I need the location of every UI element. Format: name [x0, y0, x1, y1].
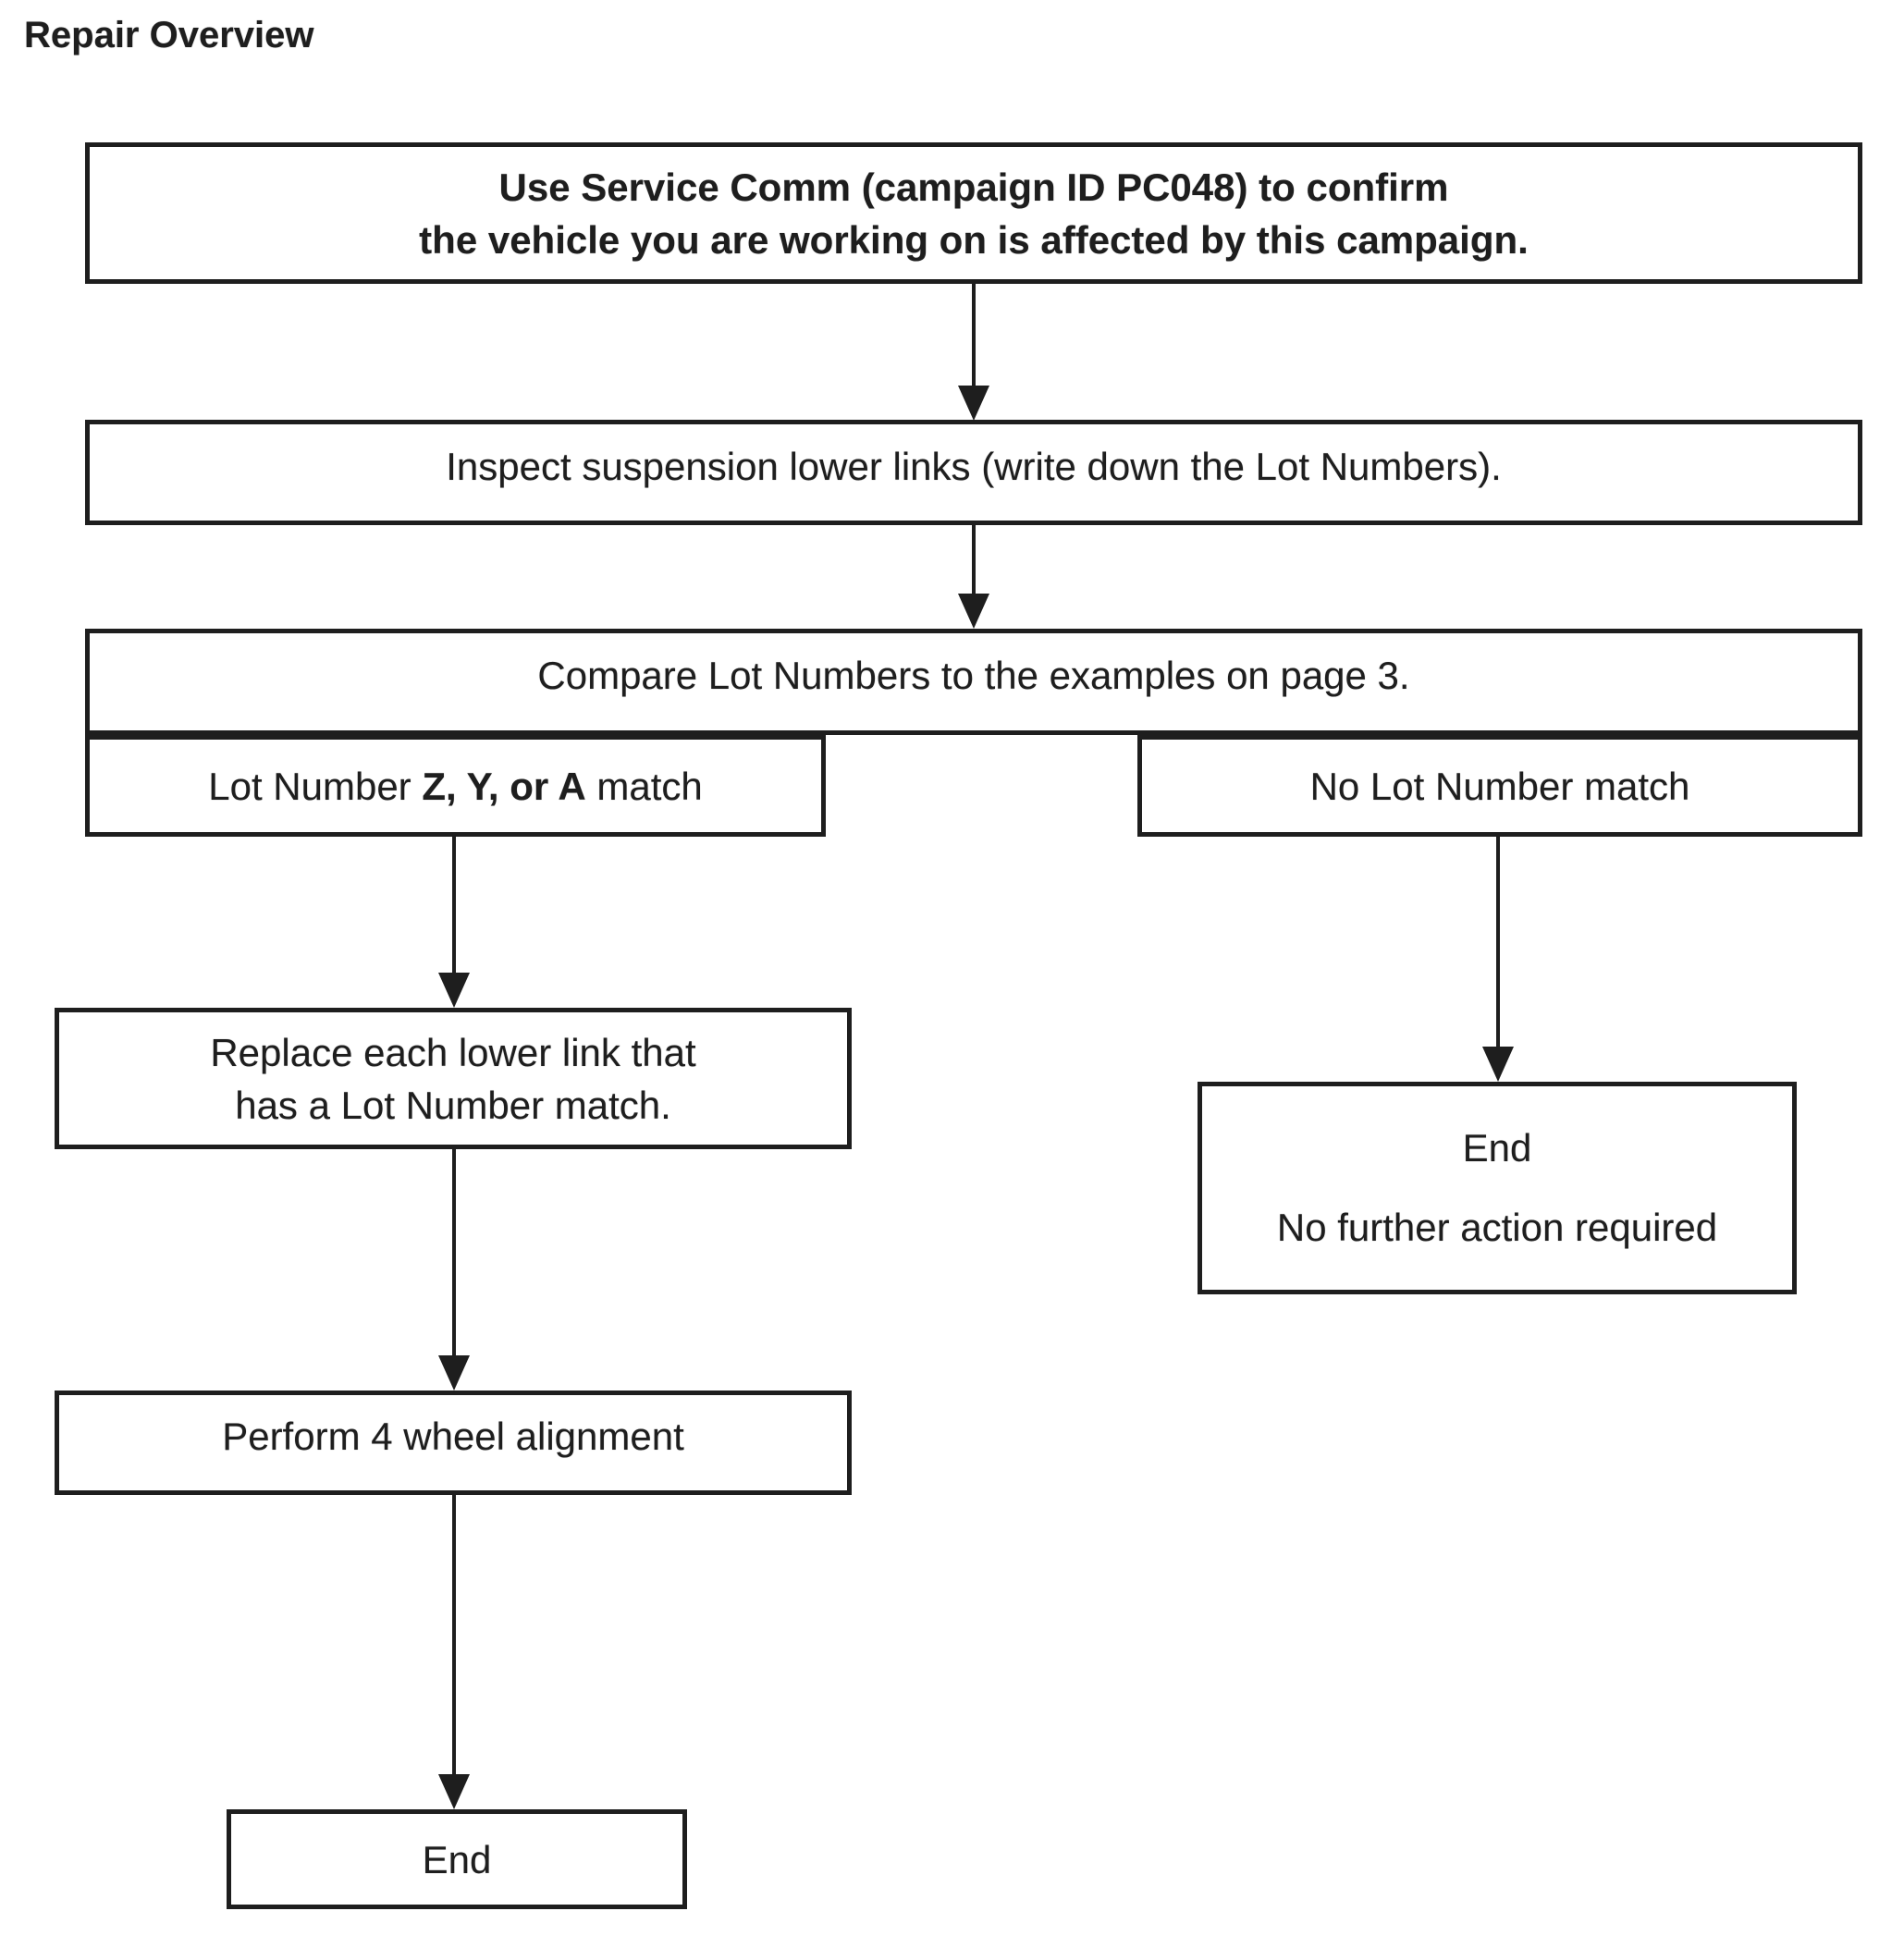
node-end-right-line2: No further action required	[1276, 1206, 1718, 1249]
arrow-alignment-to-end	[436, 1495, 473, 1809]
match-prefix: Lot Number	[208, 764, 423, 808]
arrow-match-to-replace	[436, 837, 473, 1008]
arrowhead-down-icon	[958, 594, 989, 629]
node-branch-lot-match: Lot Number Z, Y, or A match	[85, 735, 826, 837]
node-confirm-line1: Use Service Comm (campaign ID PC048) to …	[498, 165, 1449, 209]
node-replace-line1: Replace each lower link that	[210, 1030, 696, 1074]
node-confirm-campaign: Use Service Comm (campaign ID PC048) to …	[85, 142, 1862, 284]
node-compare-lot-numbers: Compare Lot Numbers to the examples on p…	[85, 629, 1862, 735]
arrow-stem	[1496, 837, 1500, 1050]
arrow-stem	[972, 283, 976, 389]
node-replace-lower-links: Replace each lower link that has a Lot N…	[55, 1008, 852, 1149]
arrowhead-down-icon	[438, 1774, 470, 1809]
node-branch-match-label: Lot Number Z, Y, or A match	[208, 760, 703, 813]
node-inspect-links: Inspect suspension lower links (write do…	[85, 420, 1862, 525]
node-wheel-alignment: Perform 4 wheel alignment	[55, 1391, 852, 1495]
node-branch-no-match: No Lot Number match	[1137, 735, 1862, 837]
match-suffix: match	[585, 764, 703, 808]
arrow-replace-to-alignment	[436, 1149, 473, 1391]
arrowhead-down-icon	[958, 386, 989, 421]
arrow-confirm-to-inspect	[955, 283, 992, 421]
arrow-stem	[452, 1495, 456, 1778]
arrow-stem	[452, 837, 456, 976]
arrow-stem	[452, 1149, 456, 1359]
node-end-left-label: End	[422, 1837, 492, 1881]
arrow-no-match-to-end	[1480, 837, 1517, 1082]
node-inspect-label: Inspect suspension lower links (write do…	[446, 444, 1502, 488]
arrow-inspect-to-compare	[955, 524, 992, 629]
arrowhead-down-icon	[1482, 1047, 1514, 1082]
match-emphasis: Z, Y, or A	[422, 764, 586, 808]
node-branch-no-match-label: No Lot Number match	[1309, 764, 1690, 808]
node-alignment-label: Perform 4 wheel alignment	[222, 1415, 684, 1458]
node-end-left: End	[227, 1809, 687, 1909]
arrowhead-down-icon	[438, 1355, 470, 1391]
page-title: Repair Overview	[24, 15, 314, 55]
arrowhead-down-icon	[438, 973, 470, 1008]
node-end-right-line1: End	[1462, 1126, 1532, 1170]
node-confirm-line2: the vehicle you are working on is affect…	[419, 217, 1529, 262]
node-end-no-action: End No further action required	[1198, 1082, 1797, 1294]
node-replace-line2: has a Lot Number match.	[235, 1083, 671, 1127]
arrow-stem	[972, 524, 976, 597]
node-compare-label: Compare Lot Numbers to the examples on p…	[537, 654, 1410, 697]
